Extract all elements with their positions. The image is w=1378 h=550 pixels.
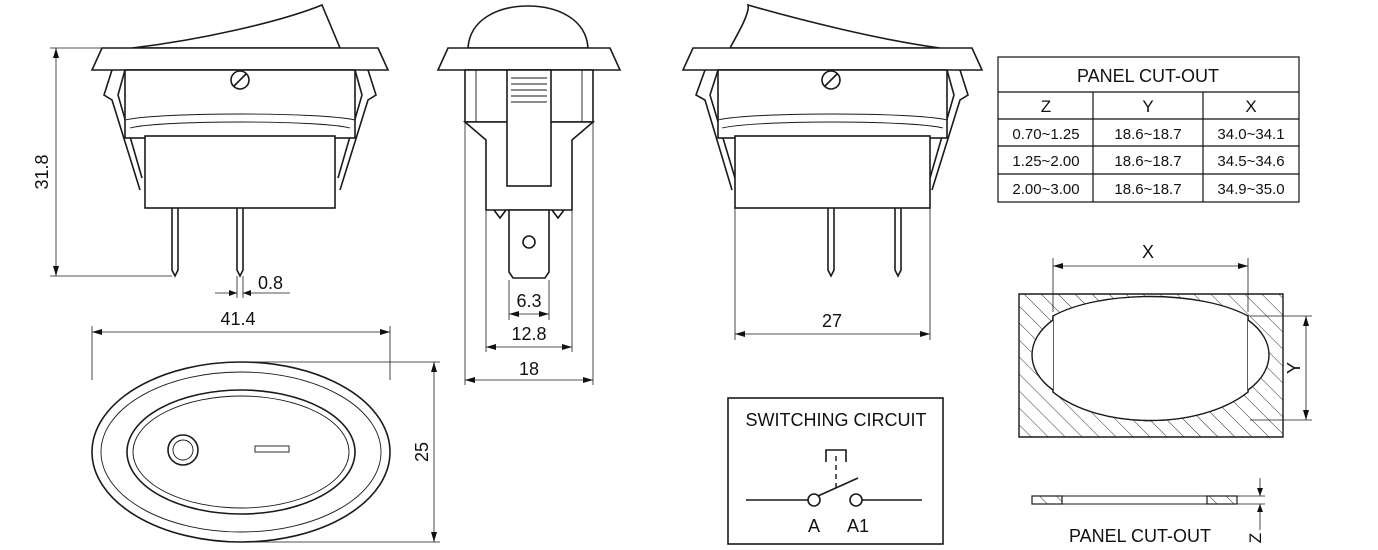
header-z: Z — [1041, 97, 1051, 116]
pin-right — [236, 208, 244, 278]
terminal-a1-icon — [849, 493, 863, 507]
cutout-hole — [1052, 295, 1249, 422]
terminal-width-dimension: 6.3 — [516, 291, 541, 311]
header-x: X — [1245, 97, 1256, 116]
terminal-a-label: A — [808, 516, 820, 536]
side-view: 6.3 12.8 18 — [436, 5, 622, 385]
table-cell: 34.0~34.1 — [1217, 126, 1284, 143]
indicator-bar-icon — [254, 445, 290, 453]
table-cell: 34.5~34.6 — [1217, 153, 1284, 170]
terminal-a-icon — [807, 493, 821, 507]
table-cell: 2.00~3.00 — [1012, 181, 1079, 198]
dome-actuator — [467, 5, 589, 49]
front-view-2: 27 — [681, 3, 984, 340]
table-title: PANEL CUT-OUT — [1077, 66, 1219, 86]
y-label: Y — [1284, 362, 1304, 374]
body-length-dimension: 27 — [822, 311, 842, 331]
left-clip — [103, 69, 141, 191]
terminal — [508, 209, 550, 279]
top-width-dimension: 25 — [412, 442, 432, 462]
switch-body-upper — [124, 69, 356, 139]
switch-body-lower — [144, 135, 336, 209]
right-clip — [339, 69, 377, 191]
table-cell: 18.6~18.7 — [1114, 181, 1181, 198]
overall-width-dimension: 18 — [519, 359, 539, 379]
switching-circuit: SWITCHING CIRCUIT A A1 — [727, 397, 944, 545]
table-cell: 0.70~1.25 — [1012, 126, 1079, 143]
table-cell: 34.9~35.0 — [1217, 181, 1284, 198]
body-width-dimension: 12.8 — [511, 324, 546, 344]
length-dimension: 41.4 — [220, 309, 255, 329]
pin-thickness-dimension: 0.8 — [258, 273, 283, 293]
header-y: Y — [1142, 97, 1153, 116]
z-label: Z — [1246, 533, 1265, 543]
lever — [506, 69, 552, 187]
circuit-title: SWITCHING CIRCUIT — [746, 410, 927, 430]
panel-cutout-table: PANEL CUT-OUT Z Y X 0.70~1.25 18.6~18.7 … — [997, 56, 1300, 203]
x-label: X — [1142, 242, 1154, 262]
front-view: 31.8 0.8 41.4 — [32, 3, 391, 380]
terminal-a1-label: A1 — [847, 516, 869, 536]
indicator-circle-icon — [167, 434, 199, 466]
rocker-actuator — [131, 3, 342, 49]
pin-left — [171, 208, 179, 278]
table-cell: 18.6~18.7 — [1114, 153, 1181, 170]
cutout-caption: PANEL CUT-OUT — [1069, 526, 1211, 546]
height-dimension: 31.8 — [32, 154, 52, 189]
screw-icon — [230, 70, 250, 90]
flange — [90, 47, 390, 71]
top-view: 25 — [91, 361, 440, 543]
table-cell: 1.25~2.00 — [1012, 153, 1079, 170]
panel-cutout-drawing: X Y Z PANEL CUT-OUT — [1018, 242, 1312, 546]
table-cell: 18.6~18.7 — [1114, 126, 1181, 143]
